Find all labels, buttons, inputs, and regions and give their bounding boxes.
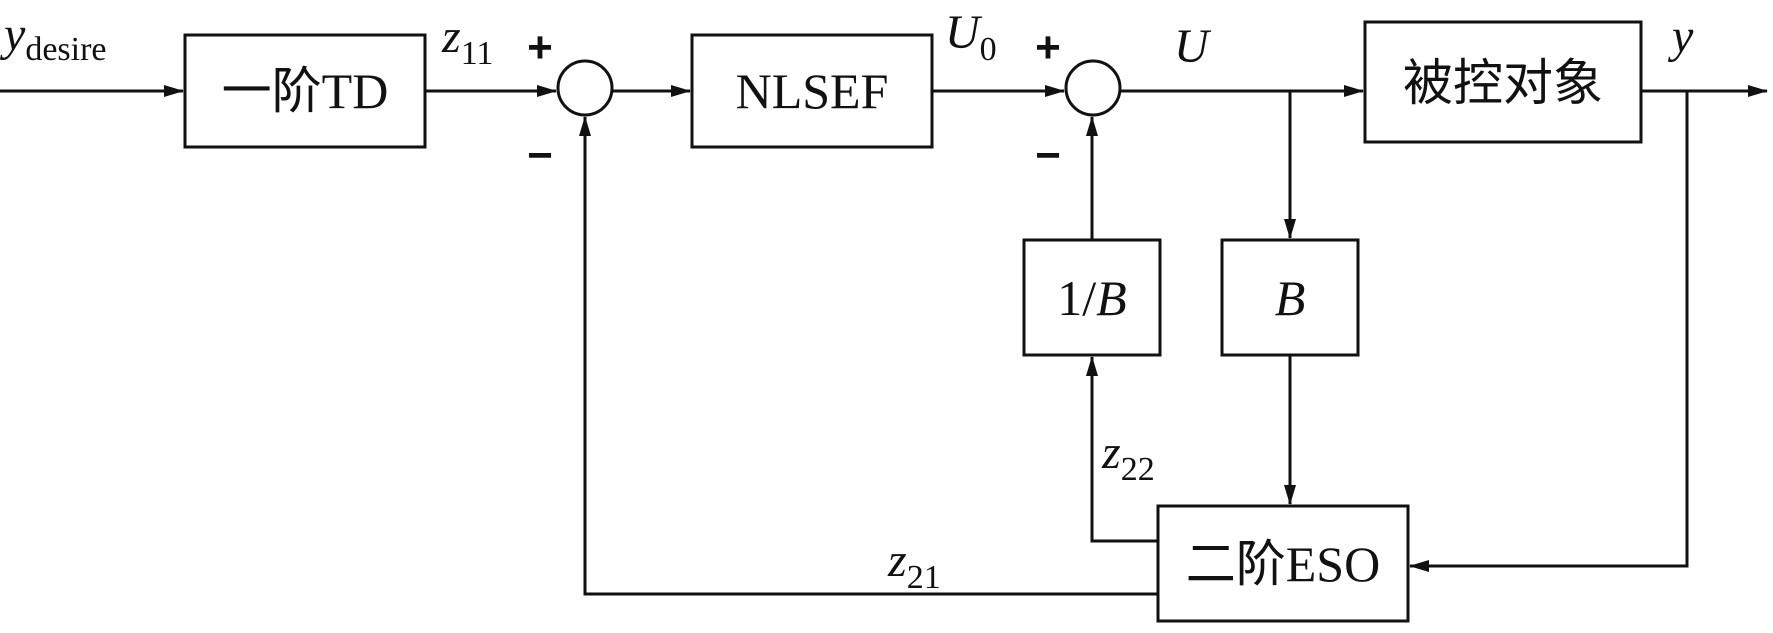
arrow-y-to-eso bbox=[1409, 91, 1689, 572]
signal-y-desire: ydesire bbox=[0, 8, 107, 68]
signal-z11: z11 bbox=[441, 10, 493, 72]
nlsef-block-label: NLSEF bbox=[736, 63, 889, 119]
signal-u0: U0 bbox=[945, 6, 997, 68]
inv-b-num: 1/ bbox=[1057, 270, 1096, 326]
inv-b-block-label: 1/B bbox=[1057, 270, 1126, 326]
sum2-minus-sign: − bbox=[1035, 131, 1061, 180]
arrow-z22-to-inv-b bbox=[1086, 356, 1158, 543]
plant-block bbox=[1363, 20, 1643, 144]
plant-block-label: 被控对象 bbox=[1403, 55, 1603, 111]
arrow-z21-to-sum1 bbox=[579, 116, 1158, 596]
signal-y: y bbox=[1667, 10, 1694, 63]
td-block-label: 一阶TD bbox=[222, 63, 389, 119]
b-block-label: B bbox=[1275, 270, 1306, 326]
sum1-minus-sign: − bbox=[527, 131, 553, 180]
signal-z21: z21 bbox=[887, 534, 941, 596]
summing-junction-1 bbox=[556, 59, 614, 117]
sum1-plus-sign: + bbox=[527, 23, 553, 72]
signal-u: U bbox=[1174, 20, 1212, 73]
signal-z22: z22 bbox=[1101, 426, 1155, 488]
summing-junction-2 bbox=[1064, 59, 1122, 117]
sum2-plus-sign: + bbox=[1035, 23, 1061, 72]
eso-block-label: 二阶ESO bbox=[1186, 536, 1380, 592]
eso-block bbox=[1156, 504, 1410, 623]
inv-b-var: B bbox=[1096, 270, 1127, 326]
